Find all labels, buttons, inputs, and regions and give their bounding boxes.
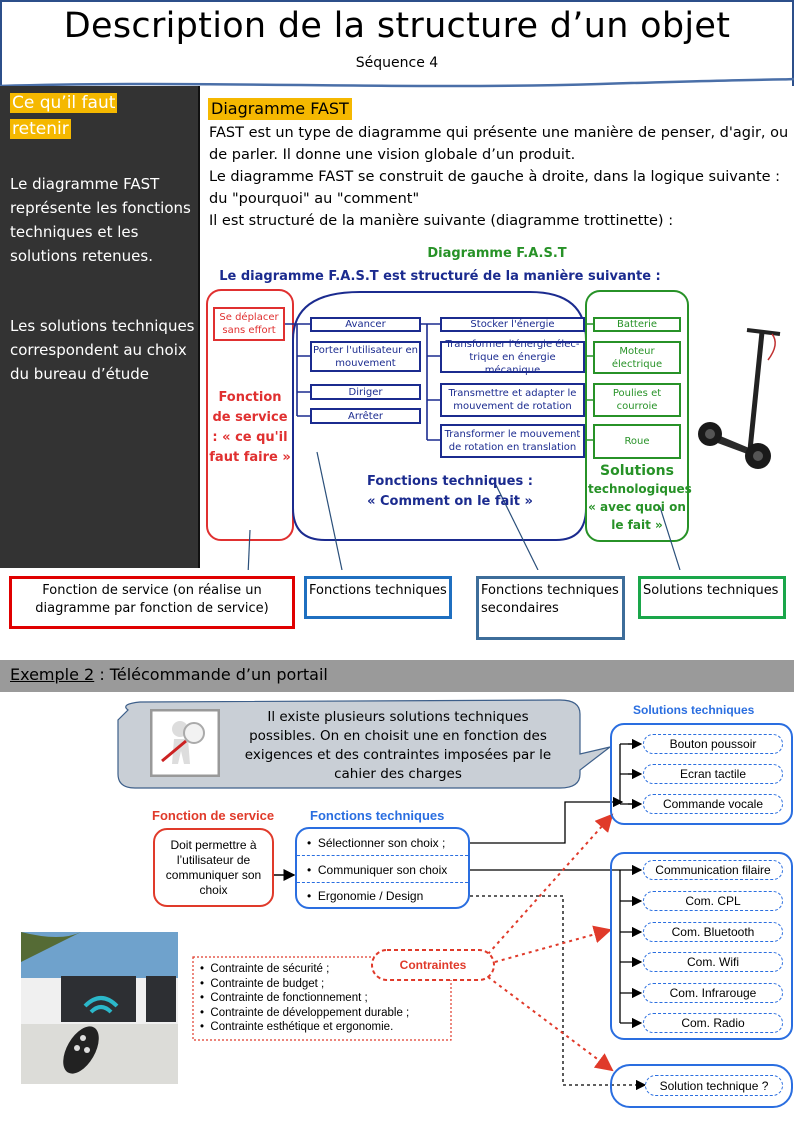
solutions-label-line: technologiques <box>588 482 692 496</box>
technical-functions-box: • Sélectionner son choix ; • Communiquer… <box>295 827 470 909</box>
page-subtitle: Séquence 4 <box>355 55 439 71</box>
legend-technical-functions: Fonctions techniques <box>304 576 452 619</box>
secondary-function-box: Stocker l'énergie <box>440 317 585 332</box>
constraint-item: • Contrainte de fonctionnement ; <box>200 992 368 1004</box>
secondary-function-box: Transformer le mouvement de rotation en … <box>440 424 585 458</box>
technical-functions-label: Fonctions techniques : « Comment on le f… <box>330 472 570 512</box>
technical-function-box: Porter l'utilisateur en mouvement <box>310 341 421 372</box>
sidebar-title-line1: Ce qu’il faut <box>10 93 118 113</box>
fast-diagram-connectors <box>206 289 689 570</box>
constraints-list: • Contrainte de sécurité ; • Contrainte … <box>200 962 409 1035</box>
magnifier-person-icon <box>150 709 220 777</box>
solution-pill: Com. Wifi <box>643 952 783 972</box>
secondary-function-box: Transformer l'énergie élec-trique en éne… <box>440 339 585 376</box>
technical-heading: Fonctions techniques <box>310 808 445 823</box>
sidebar-paragraph-fast: Le diagramme FAST représente les fonctio… <box>10 175 191 265</box>
selection-solutions-group <box>610 723 793 825</box>
example2-label: Exemple 2 <box>10 665 95 684</box>
fast-diagram-scooter: Diagramme F.A.S.T Le diagramme F.A.S.T e… <box>200 240 794 570</box>
technical-function-box: Diriger <box>310 384 421 400</box>
example2-section-bar: Exemple 2 : Télécommande d’un portail <box>0 660 794 692</box>
service-function-box: Se déplacer sans effort <box>213 307 285 341</box>
legend-solutions: Solutions techniques <box>638 576 786 619</box>
solution-pill: Com. Bluetooth <box>643 922 783 942</box>
sidebar-key-points: Ce qu’il faut retenir Le diagramme FAST … <box>0 86 200 568</box>
solution-pill: Commande vocale <box>643 794 783 814</box>
solution-box: Batterie <box>593 317 681 332</box>
sidebar-title: Ce qu’il faut retenir <box>10 90 135 142</box>
solution-pill: Solution technique ? <box>645 1075 783 1096</box>
intro-line: FAST est un type de diagramme qui présen… <box>209 125 789 163</box>
solution-pill: Com. Infrarouge <box>643 983 783 1003</box>
intro-line: Il est structuré de la manière suivante … <box>209 213 674 229</box>
solution-pill: Com. CPL <box>643 891 783 911</box>
solution-pill: Com. Radio <box>643 1013 783 1033</box>
constraint-item: • Contrainte de sécurité ; <box>200 963 330 975</box>
legend-service-function: Fonction de service (on réalise un diagr… <box>9 576 295 629</box>
solutions-label-line: « avec quoi on le fait » <box>588 500 686 532</box>
solution-pill: Bouton poussoir <box>643 734 783 754</box>
solutions-label: Solutions technologiques « avec quoi on … <box>588 462 692 534</box>
fast-diagram-subtitle: Le diagramme F.A.S.T est structuré de la… <box>219 269 661 284</box>
secondary-function-box: Transmettre et adapter le mouvement de r… <box>440 383 585 417</box>
gate-remote-image <box>21 932 178 1084</box>
technical-label-line: Fonctions techniques : <box>367 474 533 489</box>
technical-function-box: Avancer <box>310 317 421 332</box>
design-solution-group <box>610 1064 793 1108</box>
constraints-label: Contraintes <box>399 958 467 972</box>
fast-heading: Diagramme FAST <box>208 98 352 120</box>
callout-text: Il existe plusieurs solutions techniques… <box>244 709 552 782</box>
communication-solutions-group <box>610 852 793 1040</box>
service-heading: Fonction de service <box>152 808 275 823</box>
solutions-label-line: Solutions <box>600 463 674 479</box>
technical-item: • Ergonomie / Design <box>307 889 424 903</box>
constraint-item: • Contrainte de budget ; <box>200 977 325 990</box>
technical-item: • Sélectionner son choix ; <box>297 829 468 856</box>
constraint-item: • Contrainte esthétique et ergonomie. <box>200 1021 394 1033</box>
technical-item: • Communiquer son choix <box>297 856 468 883</box>
sidebar-title-line2: retenir <box>10 119 71 139</box>
solution-box: Roue <box>593 424 681 459</box>
service-function-label: Fonction de service : « ce qu'il faut fa… <box>209 390 291 465</box>
page-header <box>0 0 794 86</box>
intro-line: Le diagramme FAST se construit de gauche… <box>209 169 781 207</box>
scooter-image <box>698 328 781 469</box>
example2-title: Exemple 2 : Télécommande d’un portail <box>10 665 328 684</box>
solutions-heading: Solutions techniques <box>633 703 755 717</box>
sidebar-paragraph-solutions: Les solutions techniques correspondent a… <box>10 317 195 383</box>
solution-box: Poulies et courroie <box>593 383 681 417</box>
legend-secondary-functions: Fonctions techniques secondaires <box>476 576 625 640</box>
service-function-box-remote: Doit permettre à l’utilisateur de commun… <box>153 828 274 907</box>
solution-box: Moteur électrique <box>593 341 681 374</box>
page-title: Description de la structure d’un objet <box>63 6 731 46</box>
solution-pill: Communication filaire <box>643 860 783 880</box>
fast-diagram-title: Diagramme F.A.S.T <box>427 246 567 261</box>
header-wave-divider <box>0 77 794 88</box>
example2-connectors <box>117 699 647 1091</box>
example2-subject: : Télécommande d’un portail <box>94 665 328 684</box>
intro-text: FAST est un type de diagramme qui présen… <box>209 122 789 232</box>
constraint-item: • Contrainte de développement durable ; <box>200 1006 410 1019</box>
technical-label-line: « Comment on le fait » <box>367 494 533 509</box>
technical-function-box: Arrêter <box>310 408 421 424</box>
solution-pill: Ecran tactile <box>643 764 783 784</box>
